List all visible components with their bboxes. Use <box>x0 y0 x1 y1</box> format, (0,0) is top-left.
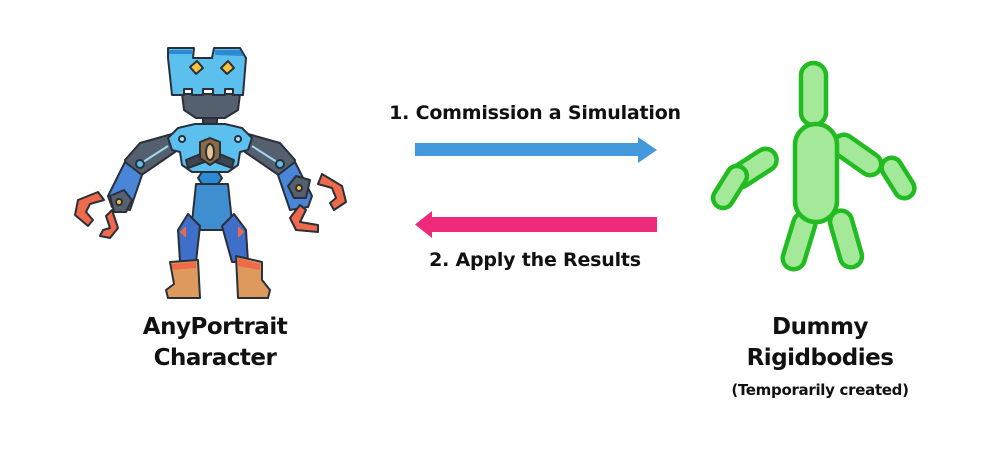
left-entity-line2: Character <box>153 345 277 371</box>
step-1-label: 1. Commission a Simulation <box>389 102 681 124</box>
arrow-right-commission <box>415 137 657 163</box>
rigidbody-torso <box>792 121 840 225</box>
right-entity-note: (Temporarily created) <box>731 381 909 399</box>
left-entity-line1: AnyPortrait <box>142 314 288 340</box>
robot-claw-right <box>289 173 347 233</box>
robot-eye-right <box>220 60 235 75</box>
rigidbody-arm-right-lower <box>879 155 917 201</box>
robot-head <box>167 47 247 96</box>
rigidbody-arm-left-lower <box>710 163 750 211</box>
left-entity-title: AnyPortrait Character <box>110 312 320 374</box>
robot-claw-left <box>74 191 119 239</box>
step-2-label: 2. Apply the Results <box>429 249 641 271</box>
right-entity-title: Dummy Rigidbodies <box>715 312 925 374</box>
robot-eye-left <box>189 60 204 75</box>
rigidbody-leg-right <box>827 208 865 270</box>
right-entity-line2: Rigidbodies <box>746 345 894 371</box>
arrow-left-apply <box>415 211 657 238</box>
right-entity-line1: Dummy <box>772 314 868 340</box>
